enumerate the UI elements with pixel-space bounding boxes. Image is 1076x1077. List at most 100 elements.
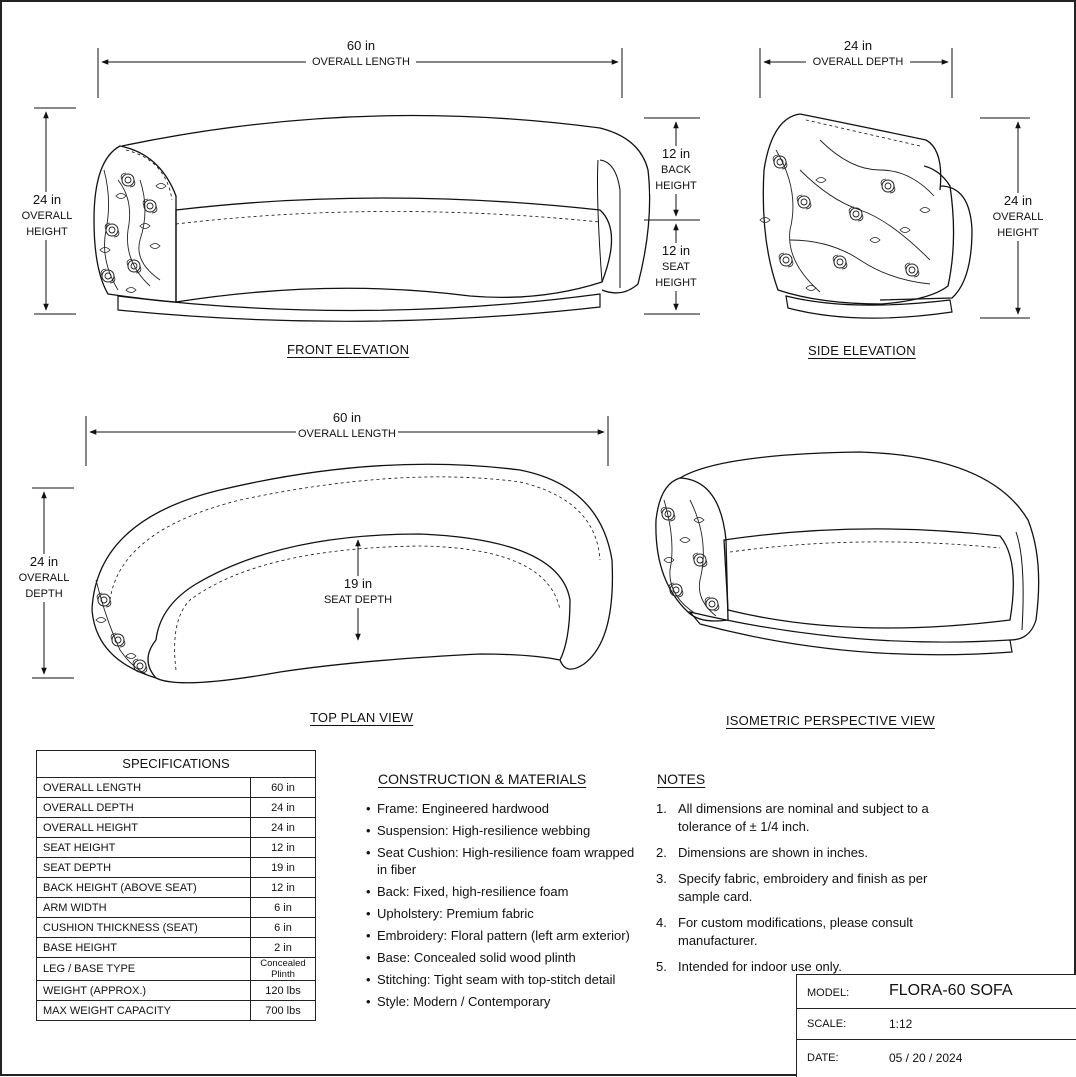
table-row: CUSHION THICKNESS (SEAT)6 in xyxy=(37,917,315,938)
plan-depth-value: 24 in xyxy=(29,554,59,569)
note-number: 3. xyxy=(656,871,667,886)
title-block: MODEL: FLORA-60 SOFA SCALE: 1:12 DATE: 0… xyxy=(796,974,1076,1077)
spec-label: SEAT HEIGHT xyxy=(37,837,251,858)
back-height-caption-2: HEIGHT xyxy=(655,180,697,192)
scale-label: SCALE: xyxy=(807,1018,847,1030)
plan-length-value: 60 in xyxy=(332,410,362,425)
plan-depth-caption-2: DEPTH xyxy=(25,588,63,600)
note-text: Specify fabric, embroidery and finish as… xyxy=(678,871,928,904)
front-length-value: 60 in xyxy=(346,38,376,53)
side-depth-caption: OVERALL DEPTH xyxy=(812,56,904,68)
spec-value: 6 in xyxy=(250,897,315,918)
side-height-value: 24 in xyxy=(1003,193,1033,208)
plan-seat-depth-value: 19 in xyxy=(343,576,373,591)
side-height-caption-2: HEIGHT xyxy=(997,227,1039,239)
side-height-caption-1: OVERALL xyxy=(992,211,1044,223)
front-elevation-title: FRONT ELEVATION xyxy=(287,342,410,357)
model-value: FLORA-60 SOFA xyxy=(889,982,1013,999)
spec-label: SEAT DEPTH xyxy=(37,857,251,878)
note-number: 4. xyxy=(656,915,667,930)
note-text: Intended for indoor use only. xyxy=(678,959,842,974)
list-item: 3. Specify fabric, embroidery and finish … xyxy=(656,870,956,906)
side-depth-value: 24 in xyxy=(843,38,873,53)
iso-embroidery-pattern xyxy=(660,499,720,617)
spec-value: Concealed Plinth xyxy=(250,957,315,981)
front-length-caption: OVERALL LENGTH xyxy=(311,56,410,68)
plan-depth-label: 24 in OVERALL DEPTH xyxy=(12,554,76,602)
spec-value: 120 lbs xyxy=(250,980,315,1001)
front-height-caption-2: HEIGHT xyxy=(26,226,68,238)
list-item: Upholstery: Premium fabric xyxy=(366,905,646,922)
plan-depth-caption-1: OVERALL xyxy=(18,572,70,584)
plan-embroidery-pattern xyxy=(95,579,151,677)
side-elevation-sofa xyxy=(762,113,973,319)
list-item: Embroidery: Floral pattern (left arm ext… xyxy=(366,927,646,944)
list-item: Seat Cushion: High-resilience foam wrapp… xyxy=(366,844,646,878)
date-value: 05 / 20 / 2024 xyxy=(889,1051,963,1065)
spec-label: MAX WEIGHT CAPACITY xyxy=(37,1000,251,1020)
plan-length-label: 60 in OVERALL LENGTH xyxy=(296,410,398,442)
side-depth-label: 24 in OVERALL DEPTH xyxy=(806,38,910,70)
list-item: 1. All dimensions are nominal and subject… xyxy=(656,800,956,836)
note-number: 5. xyxy=(656,959,667,974)
front-height-value: 24 in xyxy=(32,192,62,207)
isometric-sofa xyxy=(655,451,1040,656)
seat-height-caption-1: SEAT xyxy=(662,261,690,273)
spec-value: 19 in xyxy=(250,857,315,878)
front-length-label: 60 in OVERALL LENGTH xyxy=(306,38,416,70)
list-item: Back: Fixed, high-resilience foam xyxy=(366,883,646,900)
spec-label: ARM WIDTH xyxy=(37,897,251,918)
seat-height-label: 12 in SEAT HEIGHT xyxy=(650,243,702,291)
date-label: DATE: xyxy=(807,1052,839,1064)
spec-value: 6 in xyxy=(250,917,315,938)
spec-value: 2 in xyxy=(250,937,315,958)
plan-seat-depth-label: 19 in SEAT DEPTH xyxy=(318,576,398,608)
spec-label: CUSHION THICKNESS (SEAT) xyxy=(37,917,251,938)
list-item: 2.Dimensions are shown in inches. xyxy=(656,844,956,862)
front-height-caption-1: OVERALL xyxy=(21,210,73,222)
side-embroidery-pattern xyxy=(759,139,935,293)
side-elevation-title: SIDE ELEVATION xyxy=(808,343,916,358)
spec-label: BACK HEIGHT (ABOVE SEAT) xyxy=(37,877,251,898)
list-item: Suspension: High-resilience webbing xyxy=(366,822,646,839)
table-row: BACK HEIGHT (ABOVE SEAT)12 in xyxy=(37,877,315,898)
spec-label: OVERALL DEPTH xyxy=(37,797,251,818)
seat-height-caption-2: HEIGHT xyxy=(655,277,697,289)
side-height-label: 24 in OVERALL HEIGHT xyxy=(986,193,1050,241)
spec-label: OVERALL HEIGHT xyxy=(37,817,251,838)
construction-title: CONSTRUCTION & MATERIALS xyxy=(378,771,587,787)
specifications-title: SPECIFICATIONS xyxy=(37,751,315,778)
table-row: OVERALL LENGTH 60 in xyxy=(37,778,315,798)
notes-list: 1. All dimensions are nominal and subject… xyxy=(656,800,956,984)
notes-title: NOTES xyxy=(657,771,706,787)
note-number: 1. xyxy=(656,801,667,816)
spec-value: 24 in xyxy=(250,817,315,838)
back-height-value: 12 in xyxy=(661,146,691,161)
top-plan-sofa xyxy=(91,463,614,684)
spec-label: BASE HEIGHT xyxy=(37,937,251,958)
list-item: Base: Concealed solid wood plinth xyxy=(366,949,646,966)
list-item: Style: Modern / Contemporary xyxy=(366,993,646,1010)
list-item: Stitching: Tight seam with top-stitch de… xyxy=(366,971,646,988)
list-item: 5. Intended for indoor use only. xyxy=(656,958,956,976)
note-text: All dimensions are nominal and subject t… xyxy=(678,801,929,834)
front-height-label: 24 in OVERALL HEIGHT xyxy=(14,192,80,240)
back-height-label: 12 in BACK HEIGHT xyxy=(650,146,702,194)
plan-length-caption: OVERALL LENGTH xyxy=(297,428,396,440)
plan-seat-depth-caption: SEAT DEPTH xyxy=(323,594,393,606)
back-height-caption-1: BACK xyxy=(661,164,691,176)
title-block-row-model: MODEL: FLORA-60 SOFA xyxy=(797,975,1076,1009)
top-plan-title: TOP PLAN VIEW xyxy=(310,710,414,725)
spec-value: 60 in xyxy=(250,778,315,798)
spec-label: OVERALL LENGTH xyxy=(43,781,142,794)
dimension-lines xyxy=(32,48,1030,679)
